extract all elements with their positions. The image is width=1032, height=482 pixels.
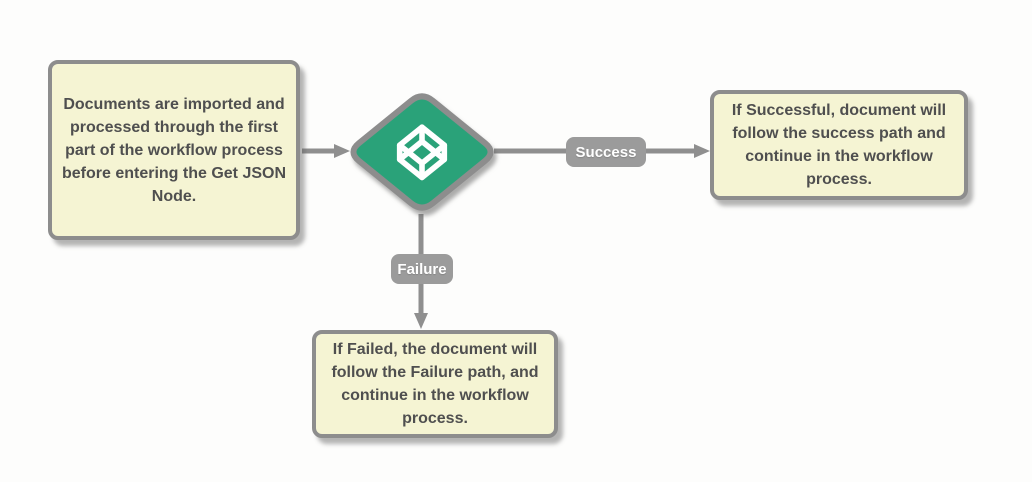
diamond-body: [350, 93, 494, 211]
node-success-note: If Successful, document will follow the …: [710, 90, 968, 200]
success-note-text: If Successful, document will follow the …: [731, 102, 947, 188]
cube-wireframe-icon: [396, 124, 448, 181]
arrowhead-right-icon: [334, 144, 350, 158]
arrowhead-right-icon: [694, 144, 710, 158]
node-decision-diamond: [345, 89, 499, 215]
failure-edge-label: Failure: [391, 254, 453, 284]
failure-note-text: If Failed, the document will follow the …: [331, 341, 539, 427]
import-note-text: Documents are imported and processed thr…: [61, 95, 287, 205]
success-edge-label: Success: [566, 137, 646, 167]
node-import-note: Documents are imported and processed thr…: [48, 60, 300, 240]
decision-diamond-shape: [350, 93, 494, 211]
arrowhead-down-icon: [414, 313, 428, 329]
failure-edge-label-text: Failure: [397, 260, 447, 278]
success-edge-label-text: Success: [575, 143, 637, 161]
node-failure-note: If Failed, the document will follow the …: [312, 330, 558, 438]
